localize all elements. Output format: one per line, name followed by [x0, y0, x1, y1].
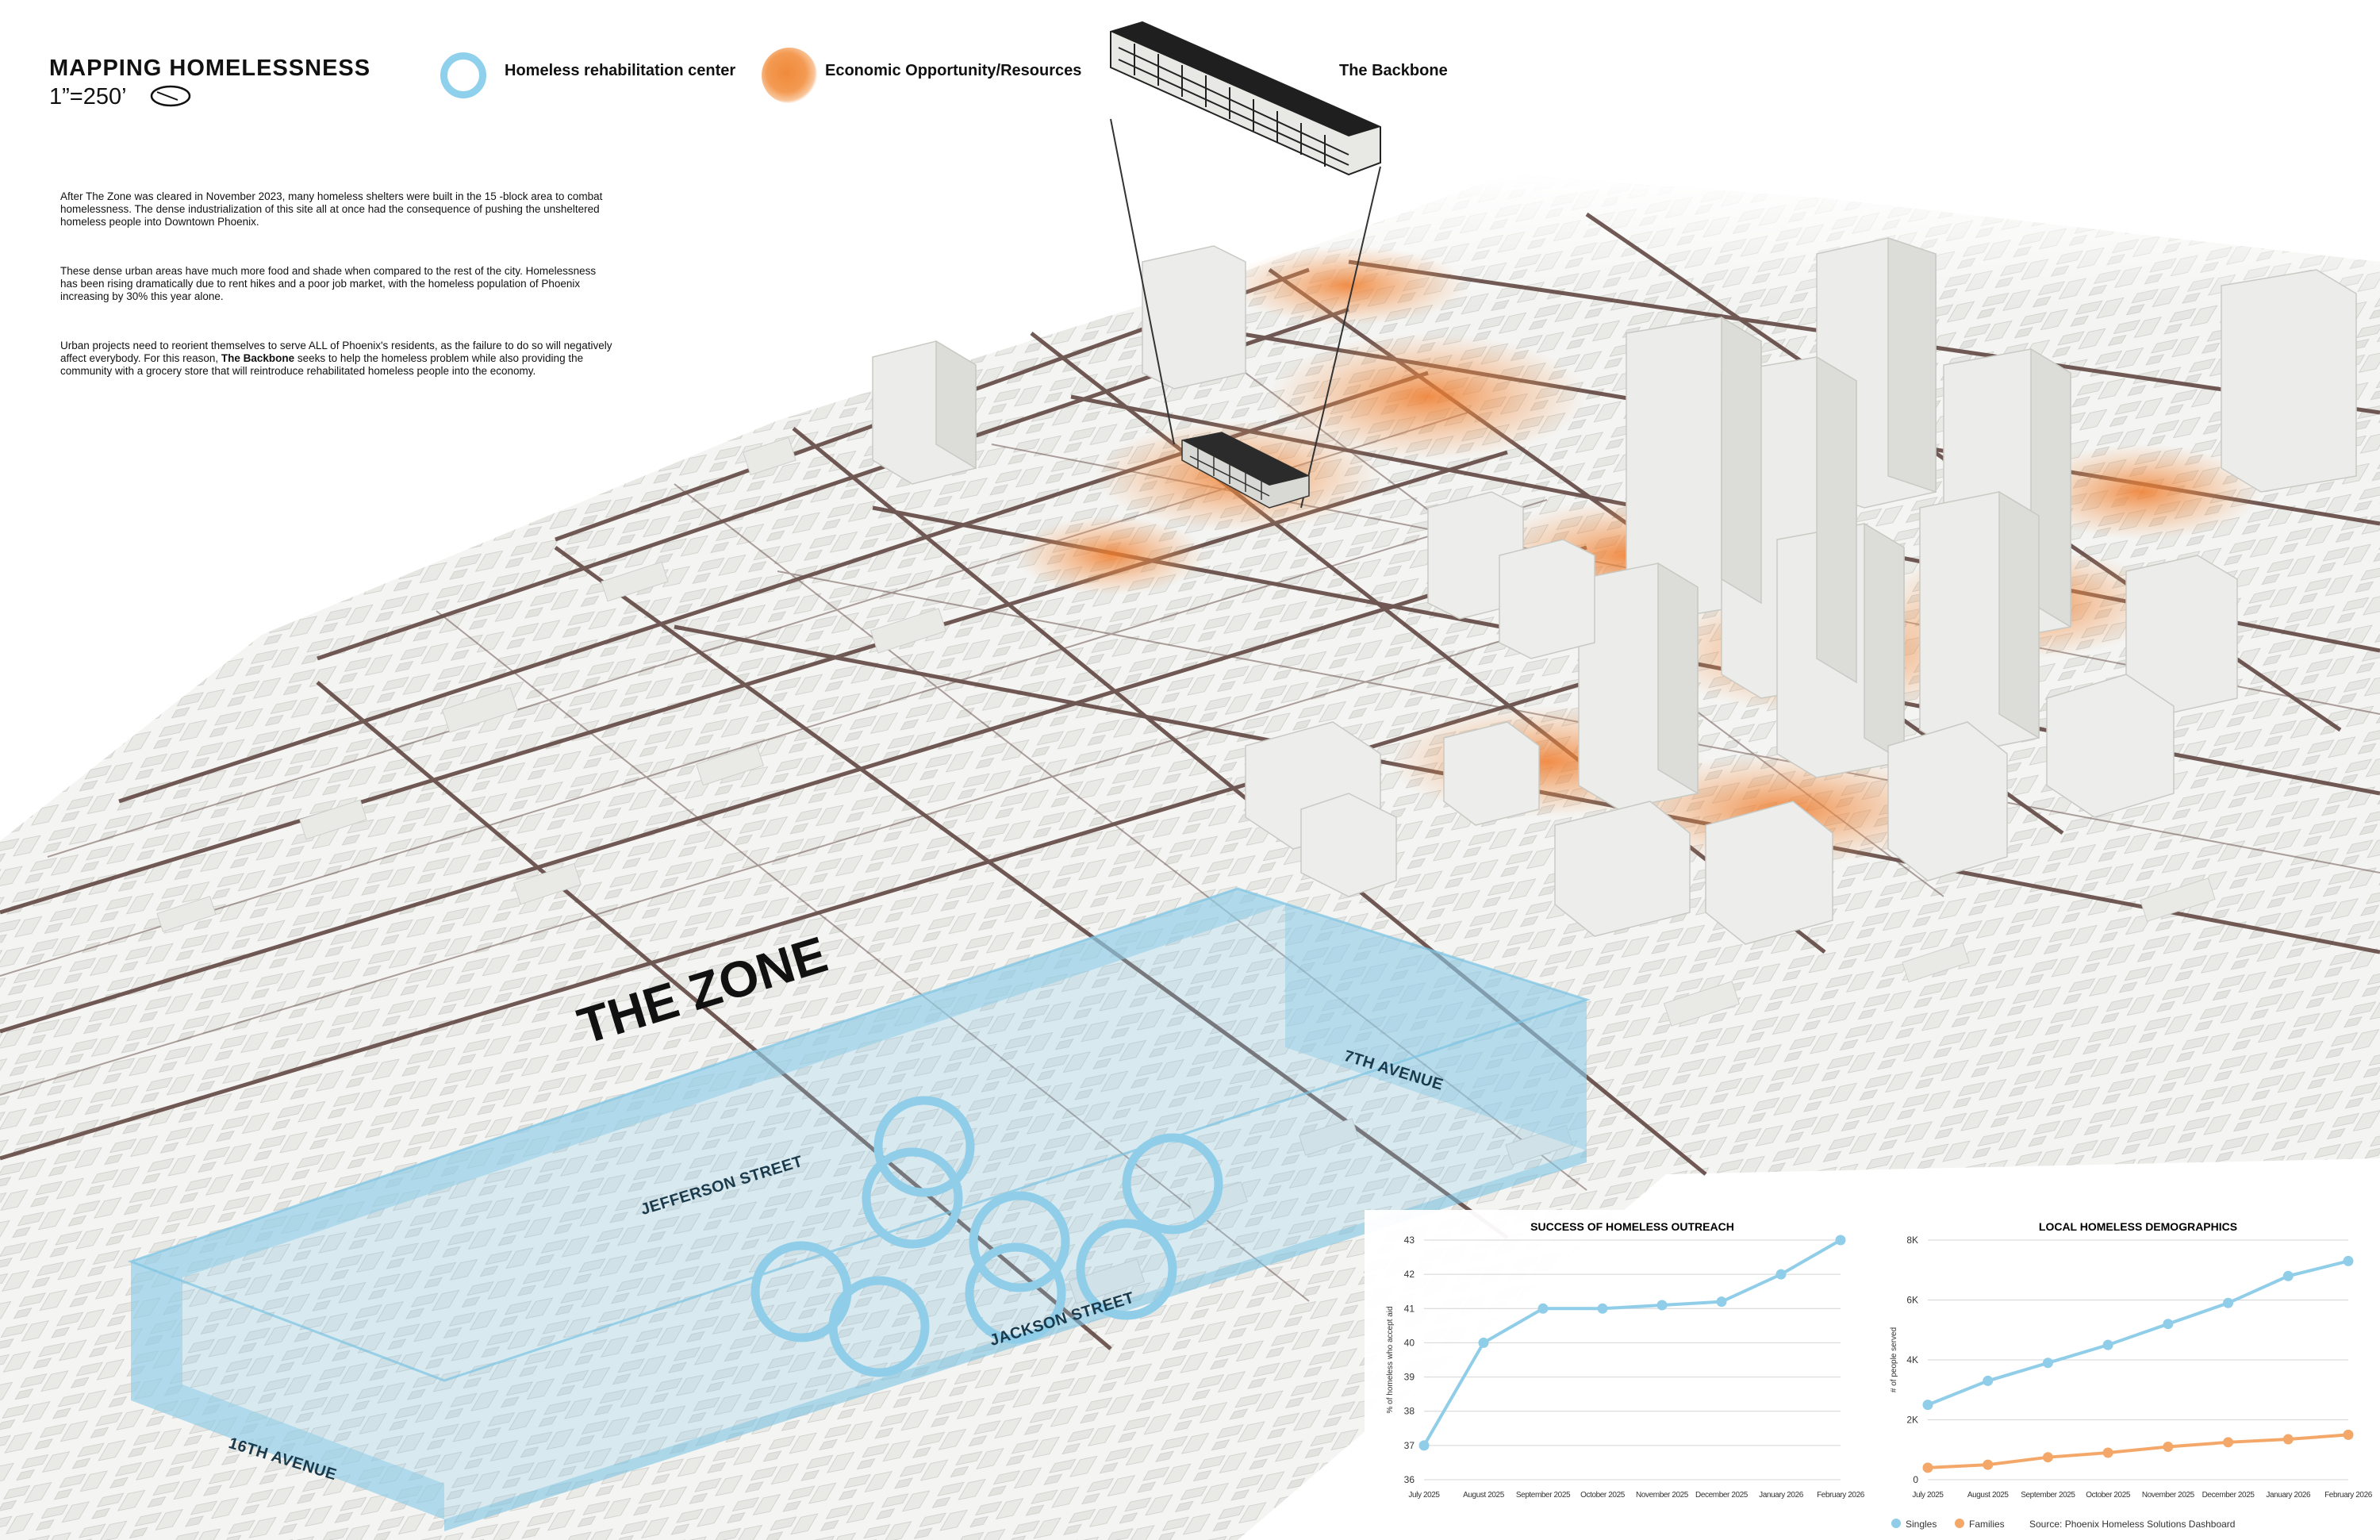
legend-backbone-label: The Backbone	[1339, 62, 1448, 79]
legend-marker	[1891, 1519, 1901, 1528]
data-point	[1656, 1300, 1668, 1311]
intro-p3-start: Urban projects need to reorient themselv…	[60, 340, 612, 364]
chart-source: Source: Phoenix Homeless Solutions Dashb…	[2029, 1519, 2235, 1530]
outreach-chart: SUCCESS OF HOMELESS OUTREACH 36 37 38 39 40 41…	[1386, 1220, 1865, 1500]
data-point	[1922, 1462, 1933, 1473]
data-point	[2223, 1297, 2234, 1308]
legend-label: Singles	[1906, 1519, 1937, 1530]
data-point	[1983, 1459, 1994, 1470]
data-point	[1775, 1269, 1787, 1280]
data-point	[2282, 1270, 2294, 1281]
y-tick-label: 40	[1404, 1337, 1415, 1348]
y-tick-label: 8K	[1906, 1235, 1918, 1246]
x-tick-label: December 2025	[2202, 1491, 2255, 1500]
legend-marker	[1955, 1519, 1964, 1528]
data-point	[1478, 1337, 1489, 1348]
x-tick-label: February 2026	[2324, 1491, 2373, 1500]
series-line-singles	[1927, 1259, 2349, 1407]
y-tick-label: 41	[1404, 1303, 1415, 1314]
data-point	[1597, 1303, 1608, 1314]
intro-paragraph-3: Urban projects need to reorient themselv…	[60, 340, 616, 378]
data-point	[1983, 1375, 1994, 1386]
chart-title: SUCCESS OF HOMELESS OUTREACH	[1530, 1220, 1734, 1233]
data-point	[2223, 1437, 2234, 1448]
backbone-building-on-map	[1181, 432, 1310, 509]
y-tick-label: 0	[1913, 1474, 1918, 1485]
backbone-detail-drawing	[1110, 21, 1381, 176]
y-tick-label: 42	[1404, 1269, 1415, 1280]
series-line-families	[1927, 1433, 2349, 1469]
intro-backbone-emphasis: The Backbone	[221, 352, 295, 364]
x-tick-label: August 2025	[1967, 1491, 2010, 1500]
data-point	[2343, 1255, 2354, 1266]
data-point	[2042, 1452, 2053, 1463]
series-line-0	[1422, 1239, 1841, 1446]
x-tick-label: July 2025	[1912, 1491, 1944, 1500]
data-point	[2102, 1339, 2113, 1350]
x-tick-label: September 2025	[1516, 1491, 1571, 1500]
data-point	[2163, 1319, 2174, 1330]
data-point	[2343, 1429, 2354, 1440]
intro-paragraph-2: These dense urban areas have much more f…	[60, 265, 597, 302]
scale-label: 1”=250’	[49, 84, 127, 109]
y-tick-label: 37	[1404, 1440, 1415, 1451]
data-point	[1835, 1235, 1846, 1246]
y-tick-label: 2K	[1906, 1415, 1918, 1426]
data-point	[1418, 1440, 1430, 1451]
data-point	[1716, 1296, 1727, 1308]
y-tick-label: 43	[1404, 1235, 1415, 1246]
intro-p3-end: seeks to help the homeless problem while…	[60, 352, 584, 377]
x-tick-label: December 2025	[1695, 1491, 1749, 1500]
y-axis-label: % of homeless who accept aid	[1386, 1306, 1395, 1413]
y-tick-label: 39	[1404, 1372, 1415, 1383]
north-arrow-icon	[150, 85, 191, 107]
x-tick-label: November 2025	[2142, 1491, 2195, 1500]
chart-title: LOCAL HOMELESS DEMOGRAPHICS	[2039, 1220, 2237, 1233]
y-tick-label: 4K	[1906, 1354, 1918, 1365]
economic-opportunity-legend-icon	[762, 48, 817, 103]
x-tick-label: August 2025	[1463, 1491, 1505, 1500]
y-tick-label: 6K	[1906, 1295, 1918, 1306]
chart-panel-backdrop	[1365, 1210, 2380, 1540]
y-tick-label: 36	[1404, 1474, 1415, 1485]
data-point	[1922, 1400, 1933, 1411]
data-point	[2163, 1441, 2174, 1452]
data-point	[2282, 1434, 2294, 1445]
demographics-chart: LOCAL HOMELESS DEMOGRAPHICS 0 2K 4K 6K 8K # of…	[1890, 1220, 2373, 1530]
x-tick-label: September 2025	[2021, 1491, 2075, 1500]
y-tick-label: 38	[1404, 1406, 1415, 1417]
intro-paragraph-1: After The Zone was cleared in November 2…	[60, 190, 603, 228]
x-tick-label: January 2026	[1759, 1491, 1804, 1500]
rehab-center-rings	[750, 1096, 1223, 1377]
data-point	[2042, 1358, 2053, 1369]
x-tick-label: October 2025	[1580, 1491, 1626, 1500]
legend-label: Families	[1969, 1519, 2005, 1530]
x-tick-label: October 2025	[2086, 1491, 2131, 1500]
data-point	[1537, 1303, 1549, 1314]
y-axis-label: # of people served	[1890, 1327, 1898, 1392]
x-tick-label: January 2026	[2266, 1491, 2311, 1500]
x-tick-label: November 2025	[1636, 1491, 1689, 1500]
page-title: MAPPING HOMELESSNESS	[49, 56, 371, 81]
data-point	[2102, 1447, 2113, 1458]
backbone-callout-lines	[1110, 118, 1381, 509]
downtown-towers	[872, 236, 2357, 945]
legend-rehab-label: Homeless rehabilitation center	[505, 62, 736, 79]
rehab-center-legend-icon	[440, 52, 486, 98]
intro-text: After The Zone was cleared in November 2…	[60, 190, 616, 414]
low-rise-buildings	[156, 436, 2216, 1304]
x-tick-label: July 2025	[1408, 1491, 1440, 1500]
x-tick-label: February 2026	[1817, 1491, 1865, 1500]
legend-econ-label: Economic Opportunity/Resources	[825, 62, 1082, 79]
